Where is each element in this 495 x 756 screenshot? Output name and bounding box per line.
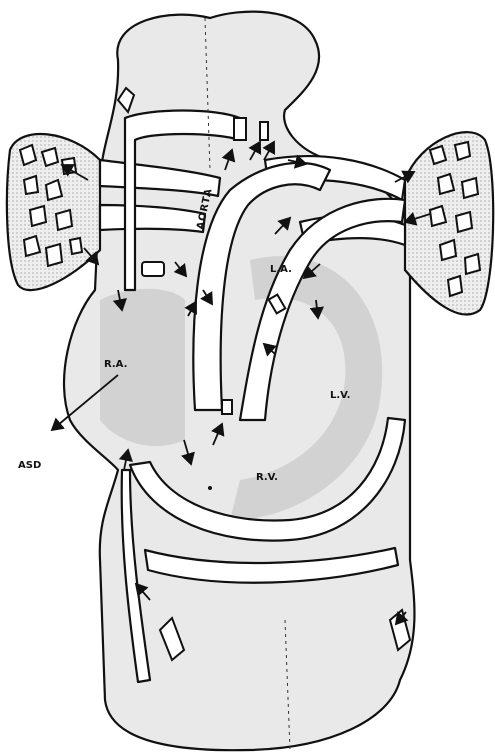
pulmonary-opening bbox=[260, 122, 268, 140]
label-ra: R.A. bbox=[104, 359, 127, 370]
valve-mark-1 bbox=[142, 262, 164, 276]
label-rv: R.V. bbox=[256, 472, 278, 483]
label-asd: ASD bbox=[18, 460, 41, 471]
label-lv: L.V. bbox=[330, 390, 350, 401]
valve-mark-3 bbox=[222, 400, 232, 414]
aortic-valve-opening bbox=[234, 118, 246, 140]
label-la: L.A. bbox=[270, 264, 292, 275]
rv-dot bbox=[208, 486, 212, 490]
